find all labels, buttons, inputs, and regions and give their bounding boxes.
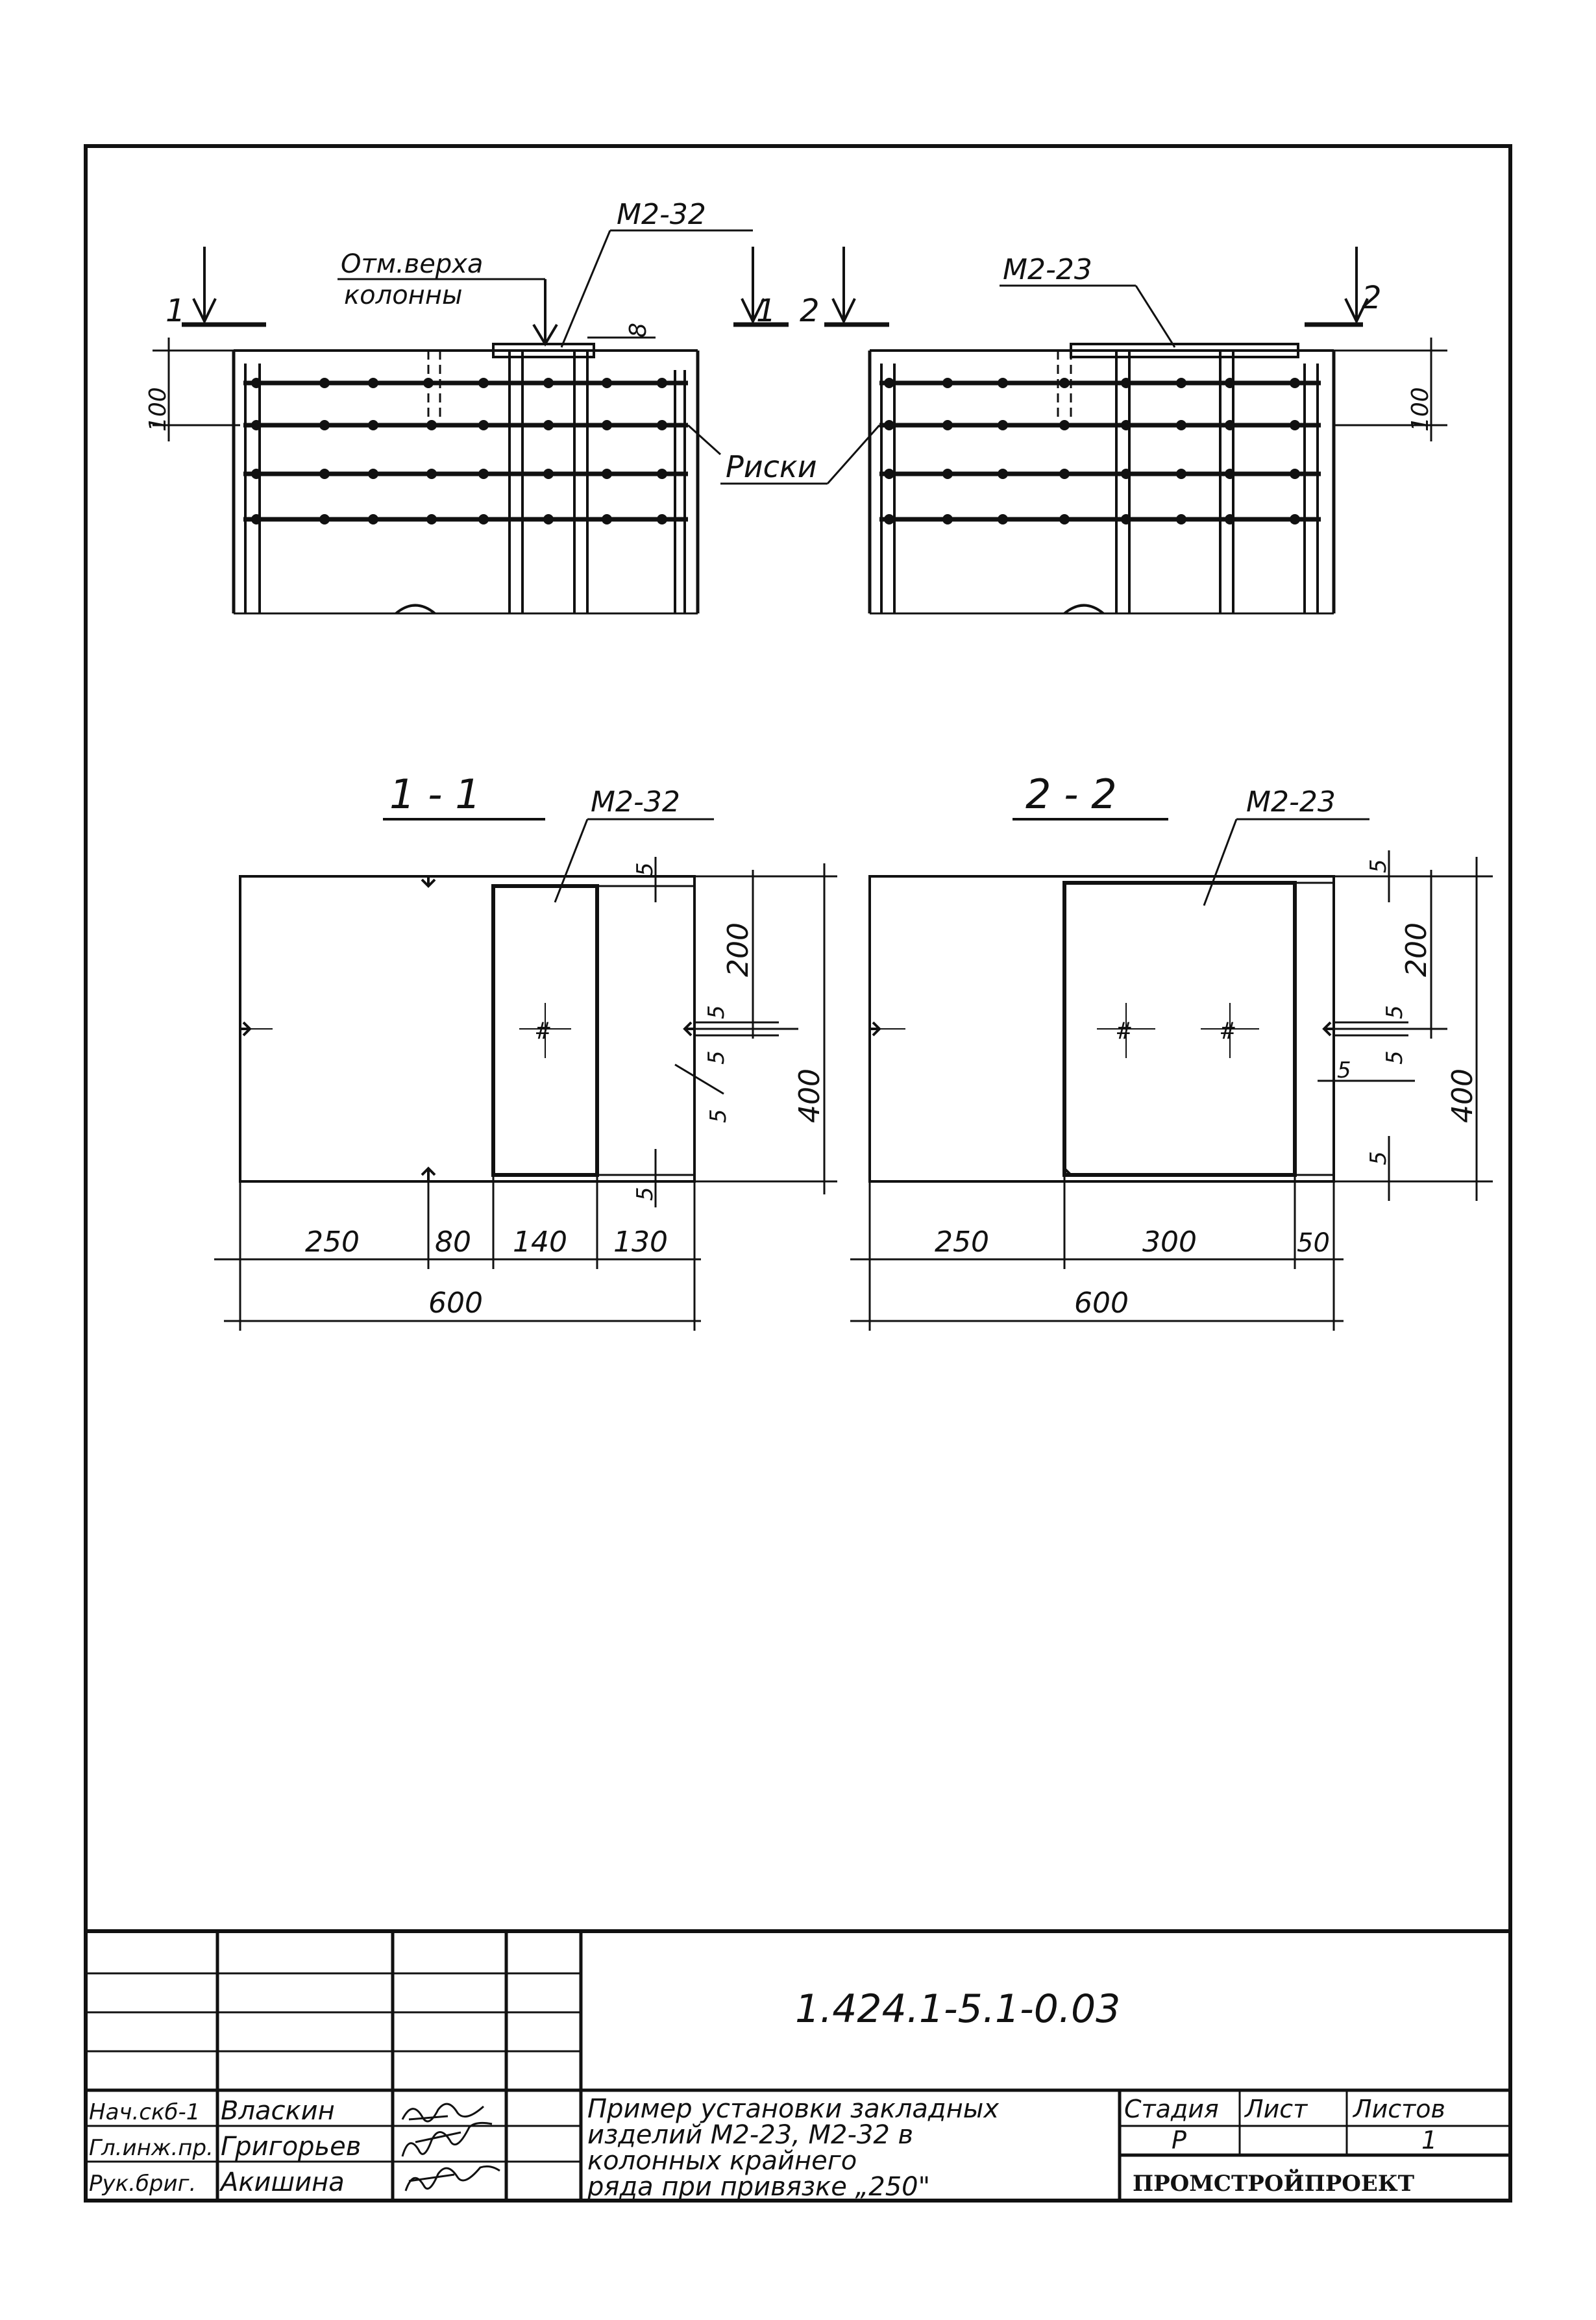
part-label-m2-32-section: М2-32	[591, 785, 680, 819]
name-3: Акишина	[219, 2167, 345, 2197]
part-label-m2-32-top: М2-32	[617, 198, 706, 231]
dim-100-right: 100	[1407, 387, 1434, 432]
title-line-1: Пример установки закладных	[587, 2094, 999, 2124]
dim-2-50: 50	[1297, 1228, 1330, 1258]
signature-vlaskin	[401, 2103, 484, 2123]
dim-1-400: 400	[793, 1068, 826, 1123]
dim-2-5c: 5	[1382, 1050, 1408, 1065]
dim-1-5e: 5	[632, 1187, 658, 1201]
title-line-2: изделий М2-23, М2-32 в	[587, 2120, 913, 2150]
sheet-frame	[84, 144, 1512, 2203]
dim-1-5b: 5	[704, 1005, 730, 1019]
role-3: Рук.бриг.	[89, 2171, 196, 2197]
section-1-title: 1 - 1	[389, 771, 481, 818]
name-2: Григорьев	[221, 2132, 361, 2162]
dim-2-400: 400	[1446, 1068, 1479, 1123]
organization-name: ПРОМСТРОЙПРОЕКТ	[1133, 2169, 1414, 2197]
dim-2-200: 200	[1400, 922, 1433, 977]
dim-1-250: 250	[305, 1226, 360, 1259]
dim-1-200: 200	[722, 922, 755, 977]
title-line-4: ряда при привязке „250"	[587, 2172, 930, 2202]
stage-header: Стадия	[1124, 2095, 1219, 2123]
dim-2-250: 250	[935, 1226, 989, 1259]
dim-1-5a: 5	[632, 862, 658, 876]
dim-1-80: 80	[435, 1226, 471, 1259]
section-1-1: #	[214, 818, 837, 1331]
elevation-label-line2: колонны	[344, 280, 463, 310]
dim-1-130: 130	[613, 1226, 668, 1259]
cut-mark-2-right: 2	[1362, 280, 1382, 316]
signature-grigoriev	[401, 2121, 493, 2157]
title-line-3: колонных крайнего	[587, 2146, 857, 2176]
cut-mark-1-left: 1	[166, 293, 186, 329]
dim-8: 8	[625, 323, 652, 338]
name-1: Власкин	[221, 2096, 335, 2126]
part-label-m2-23-top: М2-23	[1003, 253, 1092, 286]
svg-text:#: #	[536, 1018, 550, 1044]
top-left-view	[153, 229, 789, 615]
role-2: Гл.инж.пр.	[89, 2135, 214, 2161]
title-block	[86, 1929, 1510, 2201]
dim-1-5c: 5	[704, 1050, 730, 1065]
top-right-view	[720, 247, 1447, 615]
dim-2-300: 300	[1142, 1226, 1197, 1259]
dim-2-5e: 5	[1366, 1151, 1392, 1165]
section-2-title: 2 - 2	[1025, 771, 1117, 818]
doc-code: 1.424.1-5.1-0.03	[795, 1986, 1120, 2032]
svg-text:#: #	[1221, 1018, 1235, 1044]
role-1: Нач.скб-1	[89, 2099, 200, 2125]
dim-1-140: 140	[513, 1226, 567, 1259]
sheet-header: Лист	[1244, 2095, 1308, 2123]
dim-2-5a: 5	[1366, 859, 1392, 873]
svg-text:#: #	[1117, 1018, 1131, 1044]
section-2-2: # #	[850, 818, 1493, 1331]
sheets-header: Листов	[1352, 2095, 1445, 2123]
stage-value: Р	[1172, 2126, 1186, 2154]
dim-1-5d: 5	[706, 1109, 731, 1123]
sheets-value: 1	[1421, 2126, 1437, 2154]
cut-mark-2-left: 2	[800, 293, 820, 329]
cut-mark-1-right: 1	[756, 293, 776, 329]
part-label-m2-23-section: М2-23	[1246, 785, 1336, 819]
dim-1-600: 600	[428, 1287, 483, 1320]
dim-2-5b: 5	[1382, 1005, 1408, 1019]
risks-label: Риски	[726, 449, 817, 484]
dim-2-5d: 5	[1337, 1057, 1351, 1083]
dim-2-600: 600	[1074, 1287, 1129, 1320]
dim-100-left: 100	[145, 387, 171, 432]
signature-akishina	[404, 2165, 500, 2191]
elevation-label-line1: Отм.верха	[341, 249, 483, 279]
